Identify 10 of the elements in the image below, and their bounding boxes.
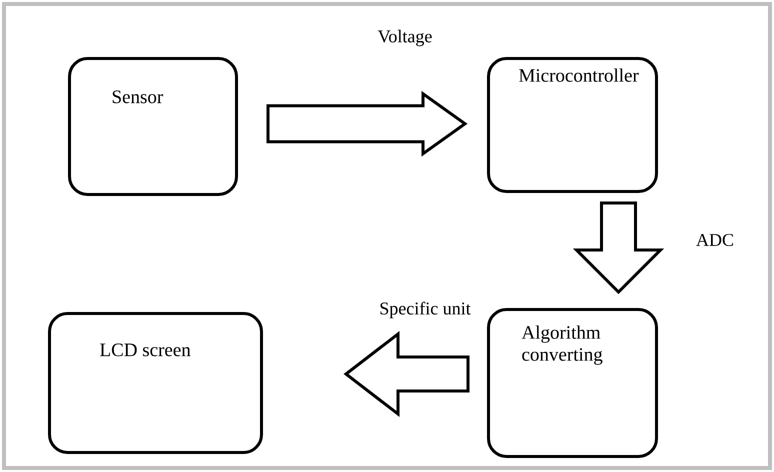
edge-label: Voltage [376,28,434,48]
block-arrow [572,202,664,294]
process-box: Microcontroller [487,57,658,193]
edge-label: Specific unit [378,300,472,320]
process-box: Algorithm converting [487,308,658,458]
edge-label: ADC [695,232,735,248]
block-arrow [266,90,468,157]
process-box: LCD screen [48,312,263,454]
block-arrow [344,330,470,418]
process-box: Sensor [68,57,238,196]
